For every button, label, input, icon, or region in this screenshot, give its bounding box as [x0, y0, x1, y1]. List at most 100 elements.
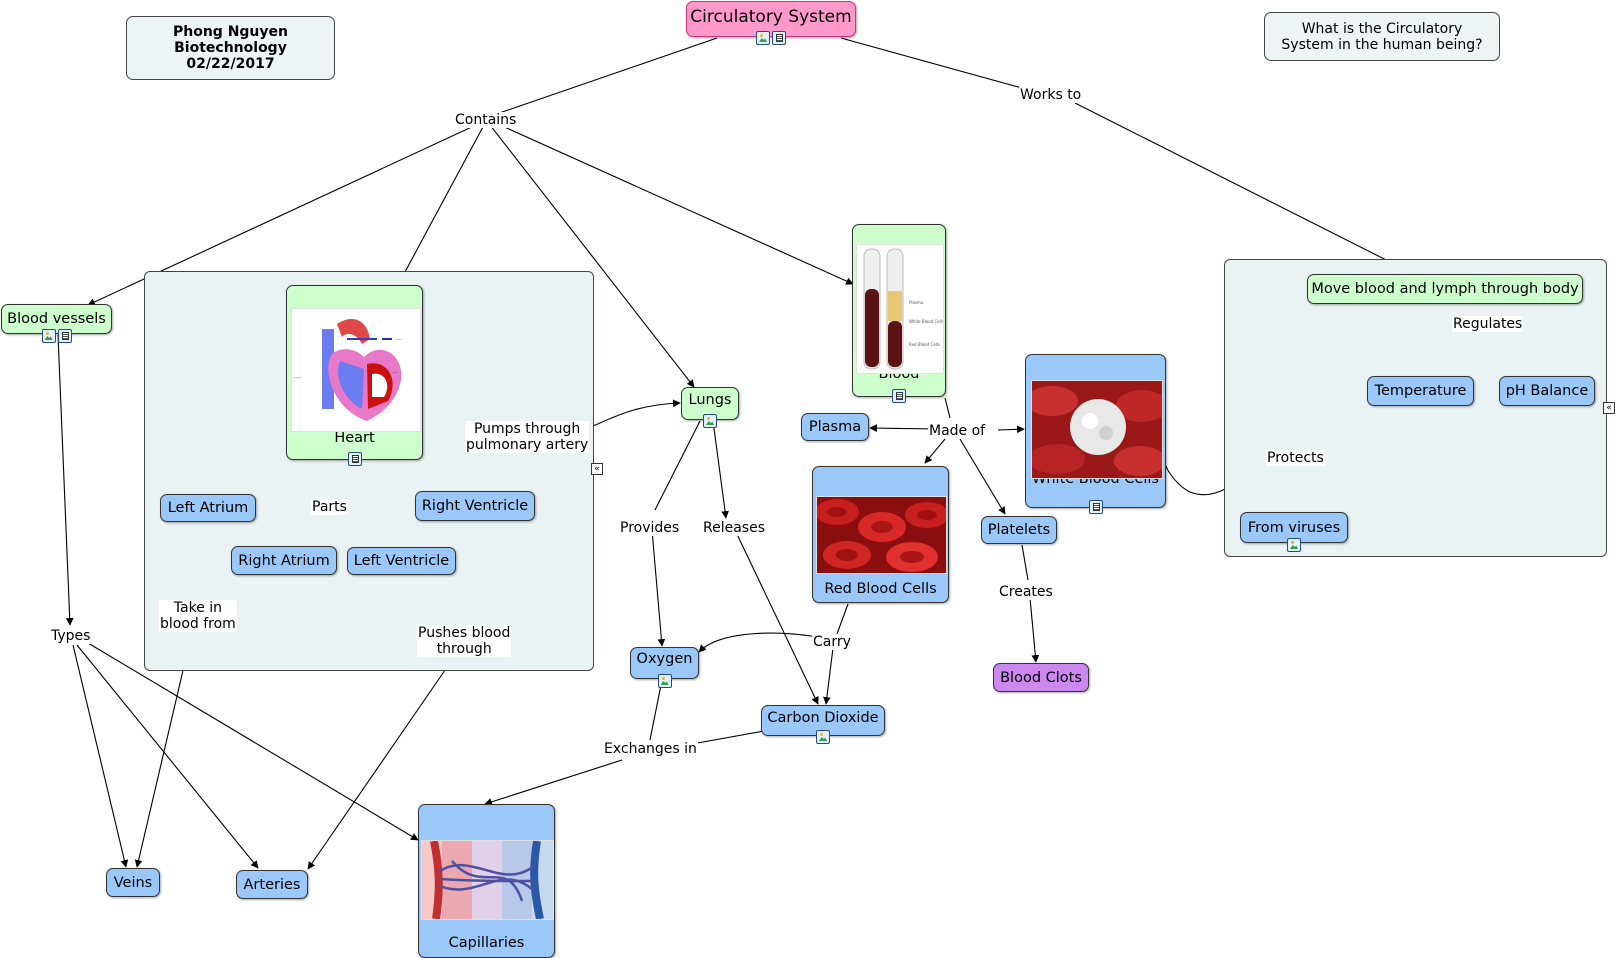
concept-heart[interactable]: ---- ----- ---- Heart — [286, 285, 423, 466]
document-resource-icon[interactable] — [772, 31, 786, 45]
connector-line — [1021, 544, 1029, 581]
author-name: Phong Nguyen — [172, 24, 288, 40]
concept-move-blood[interactable]: Move blood and lymph through body — [1307, 274, 1583, 304]
concept-from-viruses[interactable]: From viruses — [1240, 512, 1348, 552]
red-blood-cells-image — [816, 496, 947, 574]
connector-line — [924, 438, 946, 464]
concept-circulatory-system[interactable]: Circulatory System — [686, 1, 856, 45]
connector-line — [1074, 102, 1415, 275]
link-label-pumps-through[interactable]: Pumps through pulmonary artery — [465, 421, 590, 453]
connector-line — [499, 124, 854, 285]
capillaries-image — [421, 840, 554, 920]
concept-label: Veins — [113, 874, 153, 891]
link-label-contains[interactable]: Contains — [454, 112, 518, 128]
connector-line — [840, 37, 1041, 94]
connector-line — [944, 397, 951, 419]
concept-label: Right Atrium — [238, 552, 330, 569]
image-resource-icon[interactable] — [657, 674, 672, 688]
image-resource-icon[interactable] — [703, 414, 717, 428]
link-label-made-of[interactable]: Made of — [928, 423, 987, 439]
connector-line — [997, 425, 1025, 434]
concept-label: Left Ventricle — [353, 553, 450, 569]
connector-line — [484, 37, 718, 119]
concept-label: Plasma — [808, 419, 862, 435]
connector-line — [484, 759, 623, 806]
concept-capillaries[interactable]: Capillaries — [418, 804, 555, 958]
image-resource-icon[interactable] — [756, 31, 770, 45]
document-resource-icon[interactable] — [892, 389, 906, 403]
concept-white-blood-cells[interactable]: White Blood Cells — [1025, 354, 1166, 514]
concept-blood[interactable]: Plasma White Blood Cells Red Blood Cells… — [852, 224, 946, 403]
link-label-types[interactable]: Types — [50, 628, 92, 644]
concept-oxygen[interactable]: Oxygen — [630, 647, 699, 688]
link-label-releases[interactable]: Releases — [702, 520, 766, 536]
function-group — [1224, 259, 1607, 557]
concept-arteries[interactable]: Arteries — [236, 870, 308, 899]
link-label-works-to[interactable]: Works to — [1019, 87, 1083, 103]
white-blood-cell-image — [1031, 380, 1163, 479]
svg-text:-----: ----- — [294, 375, 302, 380]
connector-line — [651, 529, 666, 647]
connector-line — [691, 730, 765, 745]
document-resource-icon[interactable] — [1088, 500, 1103, 514]
link-label-parts[interactable]: Parts — [311, 499, 348, 515]
connector-line — [397, 124, 485, 286]
image-resource-icon[interactable] — [41, 329, 56, 343]
svg-text:----: ---- — [396, 337, 402, 342]
concept-veins[interactable]: Veins — [106, 868, 160, 897]
svg-text:White Blood Cells: White Blood Cells — [909, 319, 943, 324]
image-resource-icon[interactable] — [816, 730, 830, 744]
svg-text:Plasma: Plasma — [909, 300, 924, 305]
link-label-exchanges-in[interactable]: Exchanges in — [603, 741, 698, 757]
concept-right-atrium[interactable]: Right Atrium — [231, 546, 337, 575]
connector-line — [649, 679, 663, 741]
link-label-line: through — [436, 641, 492, 657]
document-resource-icon[interactable] — [347, 452, 362, 466]
concept-blood-vessels[interactable]: Blood vessels — [1, 304, 112, 343]
link-label-take-in[interactable]: Take in blood from — [159, 600, 237, 632]
concept-left-atrium[interactable]: Left Atrium — [160, 494, 256, 522]
concept-plasma[interactable]: Plasma — [801, 413, 869, 441]
connector-line — [134, 631, 193, 868]
document-resource-icon[interactable] — [57, 329, 72, 343]
connector-line — [76, 644, 259, 869]
link-label-creates[interactable]: Creates — [998, 584, 1054, 600]
concept-label: Blood Clots — [1000, 669, 1082, 686]
collapse-icon[interactable]: « — [1603, 402, 1615, 414]
concept-label: From viruses — [1247, 519, 1341, 536]
concept-label: Temperature — [1374, 383, 1467, 399]
connector-line — [489, 124, 695, 388]
concept-ph-balance[interactable]: pH Balance — [1499, 376, 1595, 406]
concept-label: Oxygen — [636, 651, 693, 667]
link-label-carry[interactable]: Carry — [812, 634, 852, 650]
concept-left-ventricle[interactable]: Left Ventricle — [347, 547, 456, 575]
concept-carbon-dioxide[interactable]: Carbon Dioxide — [761, 705, 885, 744]
concept-temperature[interactable]: Temperature — [1367, 376, 1474, 406]
link-label-line: Pumps through — [473, 421, 581, 437]
concept-lungs[interactable]: Lungs — [681, 387, 739, 428]
concept-label: Heart — [334, 430, 375, 446]
connector-line — [72, 644, 129, 868]
concept-blood-clots[interactable]: Blood Clots — [993, 663, 1089, 692]
link-label-protects[interactable]: Protects — [1266, 450, 1325, 466]
image-resource-icon[interactable] — [1287, 538, 1301, 552]
connector-line — [712, 420, 729, 519]
connector-line — [57, 334, 74, 626]
concept-label: Capillaries — [448, 935, 525, 951]
connector-line — [869, 424, 939, 432]
link-label-regulates[interactable]: Regulates — [1452, 316, 1524, 332]
connector-line — [823, 647, 834, 705]
concept-label: Move blood and lymph through body — [1311, 281, 1579, 297]
concept-red-blood-cells[interactable]: Red Blood Cells — [812, 466, 949, 603]
author-subject: Biotechnology — [174, 40, 287, 56]
concept-platelets[interactable]: Platelets — [981, 516, 1057, 544]
concept-label: Carbon Dioxide — [767, 710, 879, 726]
author-date: 02/22/2017 — [186, 56, 275, 72]
connector-line — [836, 603, 849, 635]
concept-label: pH Balance — [1505, 383, 1589, 399]
link-label-provides[interactable]: Provides — [619, 520, 681, 536]
concept-label: Lungs — [688, 392, 732, 408]
link-label-pushes[interactable]: Pushes blood through — [417, 625, 512, 657]
collapse-icon[interactable]: « — [591, 463, 603, 475]
concept-right-ventricle[interactable]: Right Ventricle — [415, 491, 535, 521]
